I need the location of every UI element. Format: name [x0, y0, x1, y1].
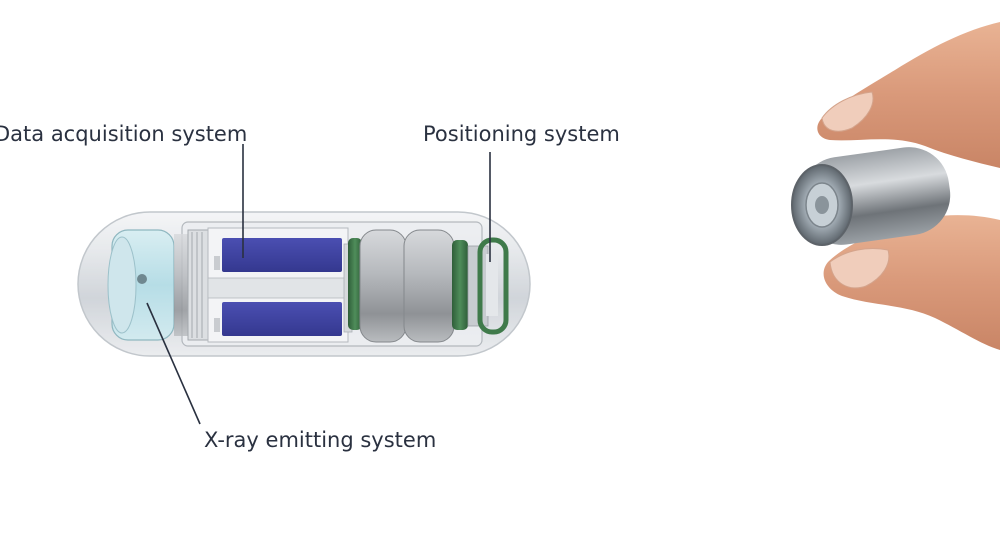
xray-emitter-module	[107, 229, 188, 341]
photo-capsule	[791, 147, 951, 246]
emitter-port	[137, 274, 147, 284]
green-ring-left	[348, 238, 362, 330]
battery-pack-top	[222, 238, 342, 272]
hand-photo	[791, 22, 1000, 350]
fingernail-bottom	[829, 248, 890, 289]
threaded-section	[187, 229, 209, 341]
label-positioning-system: Positioning system	[423, 122, 620, 146]
label-data-acquisition-system: Data acquisition system	[0, 122, 248, 146]
label-xray-emitting-system: X-ray emitting system	[204, 428, 437, 452]
battery-pack-bottom	[222, 302, 342, 336]
capsule-illustration	[77, 211, 531, 357]
positioning-module	[452, 237, 509, 335]
leader-lines	[146, 144, 491, 425]
finger-top	[817, 22, 1000, 168]
metal-disc-stack	[359, 229, 455, 343]
data-acquisition-module	[207, 227, 353, 343]
leader-line-xray	[146, 302, 201, 425]
fingernail-top	[821, 91, 874, 132]
